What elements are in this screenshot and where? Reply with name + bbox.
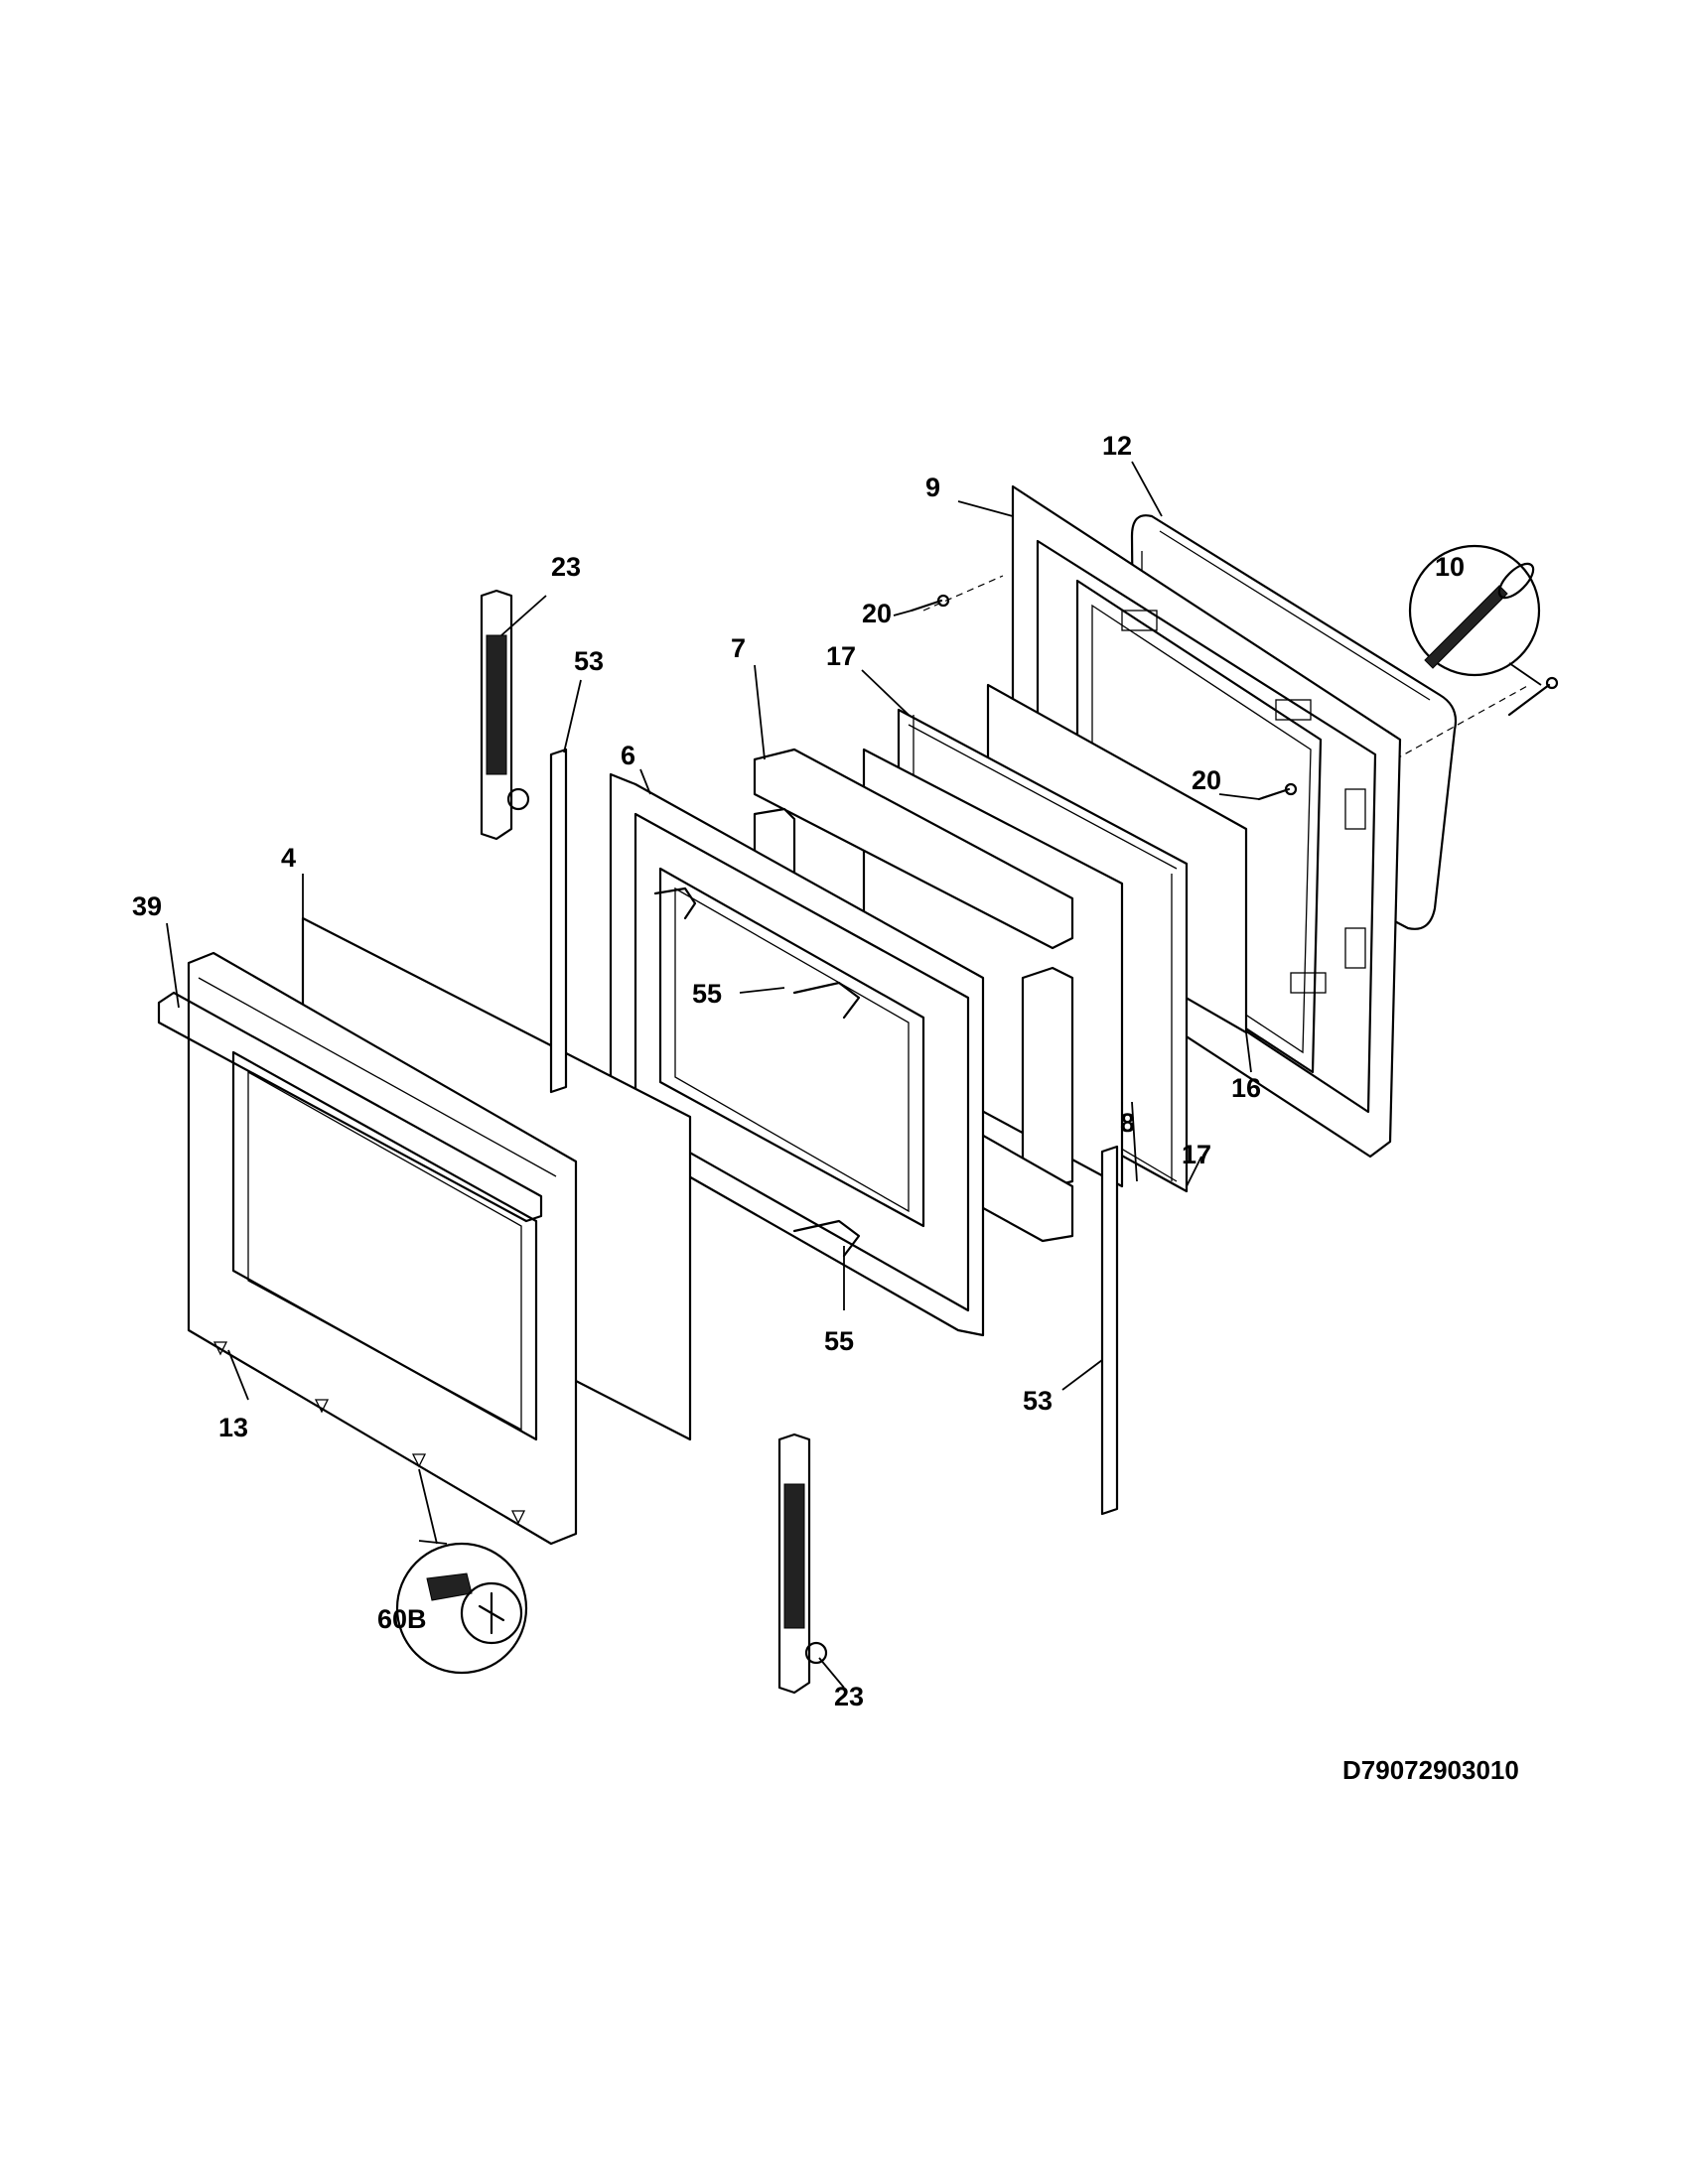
callout-6: 6 <box>621 741 635 770</box>
callout-8: 8 <box>1120 1108 1135 1138</box>
callout-12: 12 <box>1102 431 1132 461</box>
callout-53-top: 53 <box>574 646 604 676</box>
callout-55-bottom: 55 <box>824 1326 854 1356</box>
callout-20-right: 20 <box>1192 765 1221 795</box>
callout-4: 4 <box>281 843 296 873</box>
bottom-screws <box>212 1341 526 1525</box>
door-frame-part <box>609 772 985 1337</box>
callout-13: 13 <box>218 1413 248 1442</box>
door-screw-part <box>910 594 1298 801</box>
callout-17-bottom: 17 <box>1182 1140 1211 1169</box>
callout-23-top: 23 <box>551 552 581 582</box>
callout-20-top: 20 <box>862 599 892 628</box>
callout-23-bottom: 23 <box>834 1682 864 1711</box>
diagram-code: D79072903010 <box>1342 1755 1519 1785</box>
callout-55-top: 55 <box>692 979 722 1009</box>
callout-39: 39 <box>132 891 162 921</box>
hinge-part <box>480 589 828 1695</box>
bracket-part <box>653 887 861 1258</box>
callout-7: 7 <box>731 633 746 663</box>
callout-labels: 12 9 10 20 20 23 53 7 17 6 4 39 55 16 8 … <box>132 431 1465 1711</box>
callout-53-bottom: 53 <box>1023 1386 1053 1416</box>
callout-16: 16 <box>1231 1073 1261 1103</box>
callout-9: 9 <box>925 473 940 502</box>
leader-lines <box>166 461 1260 1689</box>
screw-detail-inset <box>395 1540 528 1675</box>
bolt-detail-inset <box>1408 544 1559 717</box>
callout-60B: 60B <box>377 1604 427 1634</box>
side-trim-part <box>549 748 1119 1516</box>
callout-10: 10 <box>1435 552 1465 582</box>
callout-17-top: 17 <box>826 641 856 671</box>
outer-door-panel-part <box>157 951 578 1546</box>
